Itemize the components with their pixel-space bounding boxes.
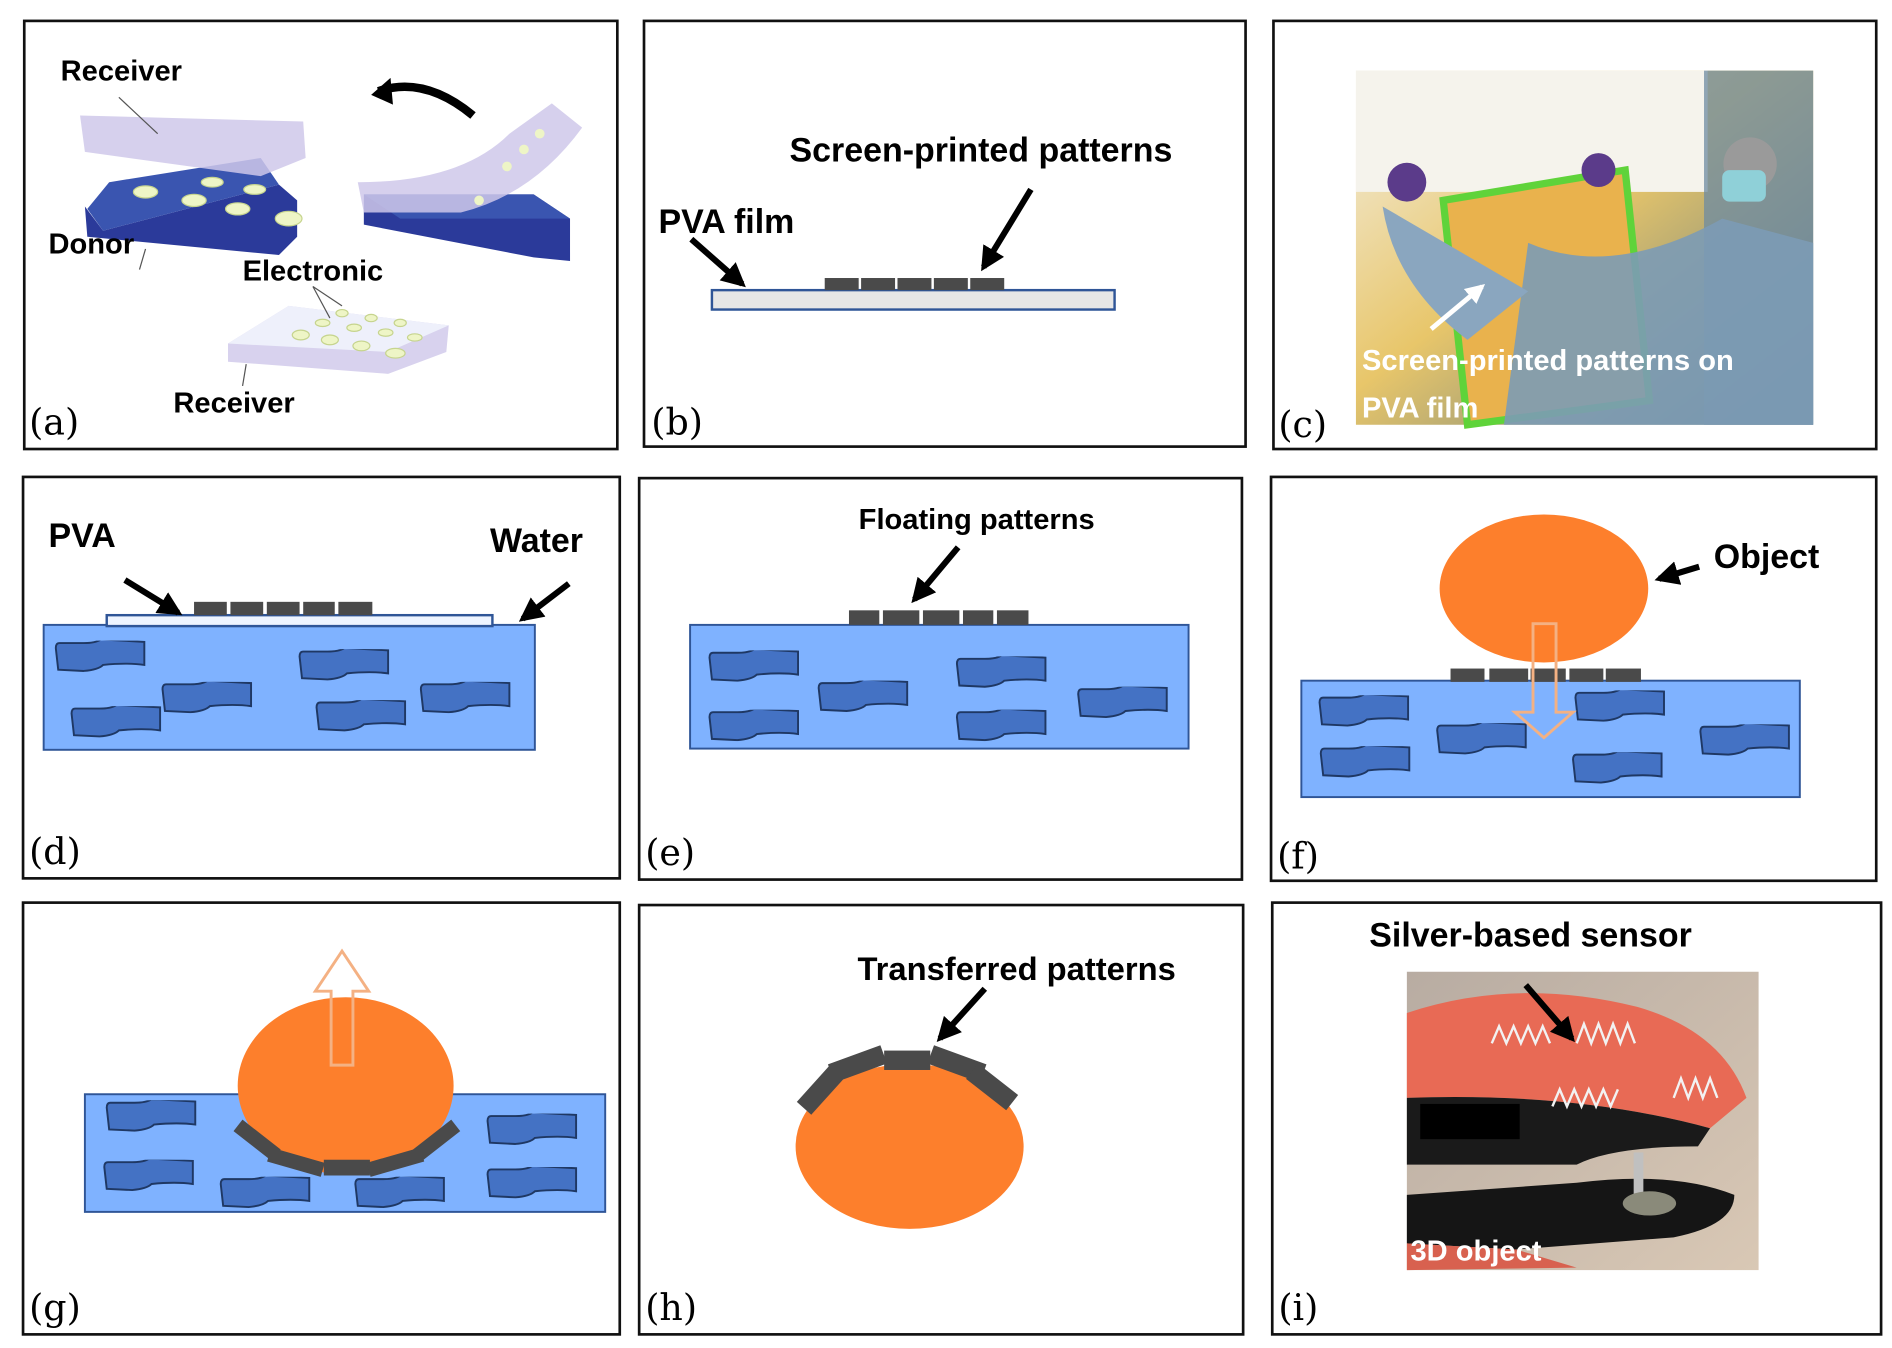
photo-lab-film [1355, 70, 1814, 429]
donor-stack-left [80, 96, 306, 270]
peel-stack-right [357, 77, 583, 262]
arrow-object [1654, 561, 1701, 585]
label-receiver-bottom: Receiver [173, 388, 294, 420]
panel-tag-b: (b) [651, 400, 703, 443]
panel-tag-g: (g) [29, 1286, 81, 1329]
object-ellipse [1439, 514, 1649, 663]
patterns-on-water [1450, 668, 1641, 682]
silver-sensor-traces [1490, 1020, 1719, 1110]
pva-film [710, 288, 1116, 311]
panel-c: Screen-printed patterns on PVA film (c) [1272, 19, 1878, 451]
panel-g: (g) [21, 901, 622, 1336]
label-water: Water [490, 522, 583, 560]
receiver-layer [80, 115, 306, 177]
arrow-patterns [981, 187, 1034, 272]
stapler-top [1406, 993, 1747, 1129]
panel-i: Silver-based sensor 3D object (i) [1270, 901, 1883, 1336]
arrow-pva [123, 577, 183, 616]
label-floating-patterns: Floating patterns [859, 504, 1095, 536]
panel-tag-e: (e) [645, 831, 695, 874]
object-ellipse [237, 997, 454, 1175]
label-object: Object [1714, 538, 1820, 576]
arrow-water [518, 581, 571, 622]
label-receiver-top: Receiver [61, 55, 182, 87]
label-3d-object: 3D object [1411, 1235, 1542, 1267]
transferred-patterns-row [796, 1045, 1019, 1115]
label-donor: Donor [49, 229, 135, 261]
label-caption-line1: Screen-printed patterns on [1362, 345, 1734, 377]
panel-frame [642, 19, 1247, 448]
panel-tag-c: (c) [1278, 403, 1327, 446]
panel-tag-f: (f) [1277, 835, 1319, 878]
label-pva-film: PVA film [659, 203, 795, 241]
panel-b: Screen-printed patterns PVA film (b) [642, 19, 1247, 448]
label-silver-sensor: Silver-based sensor [1369, 916, 1692, 954]
panel-f: Object (f) [1269, 475, 1878, 883]
panel-d: PVA Water (d) [21, 475, 622, 880]
arrow-pva-film [689, 236, 746, 288]
label-screen-printed-patterns: Screen-printed patterns [790, 132, 1173, 170]
panel-a: Receiver Donor Electronic Receiver (a) [22, 19, 619, 451]
glove-right [1581, 153, 1616, 188]
printed-patterns [194, 601, 373, 616]
peeling-receiver [357, 103, 583, 213]
label-electronic: Electronic [243, 255, 384, 287]
redaction-box [1420, 1103, 1520, 1140]
pva-film [105, 613, 494, 628]
down-arrow [1510, 622, 1577, 740]
receiver-with-electronics [228, 285, 449, 387]
patterns-wrapped [233, 1119, 461, 1177]
panel-h: Transferred patterns (h) [637, 903, 1245, 1336]
label-transferred-patterns: Transferred patterns [857, 950, 1175, 987]
printed-patterns [824, 278, 1005, 291]
panel-tag-h: (h) [645, 1286, 697, 1329]
arrow-film-photo [1429, 284, 1486, 331]
up-arrow [312, 948, 372, 1067]
glove-left [1387, 162, 1427, 202]
object-ellipse [795, 1063, 1024, 1229]
arrow-transferred [936, 986, 988, 1043]
panel-e: Floating patterns (e) [637, 476, 1244, 881]
donor-substrate [84, 184, 298, 255]
panel-tag-i: (i) [1278, 1286, 1318, 1329]
arrow-floating [911, 545, 961, 604]
label-caption-line2: PVA film [1362, 392, 1478, 424]
arrow-sensor [1523, 983, 1575, 1043]
floating-patterns-row [848, 610, 1029, 625]
panel-tag-a: (a) [29, 400, 79, 443]
panel-tag-d: (d) [29, 830, 81, 873]
photo-3d-object [1406, 971, 1759, 1271]
label-pva: PVA [49, 517, 116, 555]
